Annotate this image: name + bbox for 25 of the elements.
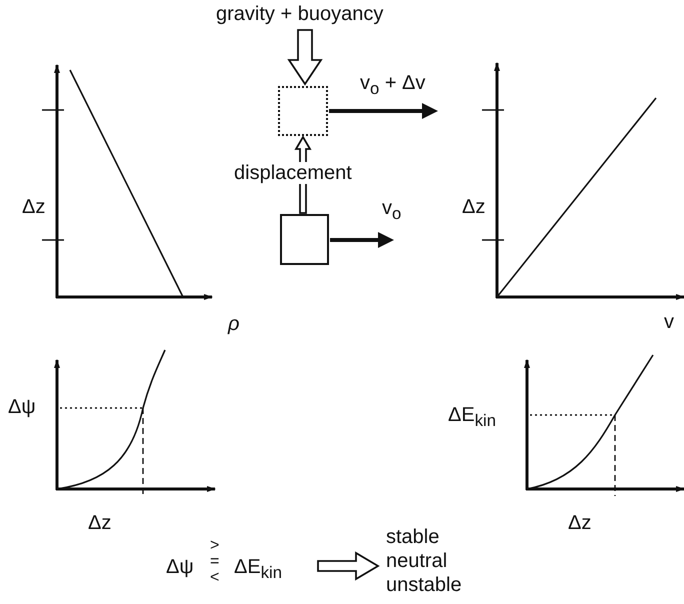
- relation-symbol: <: [210, 570, 220, 586]
- parcel-box: [280, 214, 329, 265]
- displaced-parcel-box: [278, 86, 328, 136]
- axis-label: Δz: [22, 196, 46, 218]
- outcome-label: neutral: [386, 550, 448, 572]
- arrow: [287, 29, 323, 86]
- arrow: [329, 103, 438, 119]
- axis-label: Δψ: [8, 396, 36, 418]
- axis-label: Δz: [462, 196, 486, 218]
- axis-label: ρ: [228, 313, 240, 335]
- outcome-label: stable: [386, 526, 440, 548]
- outcome-label: unstable: [386, 574, 462, 596]
- axis-label: Δz: [568, 512, 592, 534]
- axis-label: Δz: [88, 512, 112, 534]
- axis-label: v: [664, 311, 674, 333]
- arrow: [330, 232, 394, 248]
- energy-symbol: ΔE$_{kin}$: [234, 556, 282, 584]
- edge-label: displacement: [232, 162, 354, 184]
- edge-label: v$_{o}$: [382, 197, 402, 225]
- edge-label: v$_{o}$ + Δv: [360, 72, 426, 100]
- arrow: [317, 551, 380, 581]
- force-label: gravity + buoyancy: [216, 3, 384, 25]
- energy-symbol: Δψ: [166, 556, 194, 578]
- relation-symbol: >: [210, 538, 220, 554]
- relation-symbol: =: [210, 554, 220, 570]
